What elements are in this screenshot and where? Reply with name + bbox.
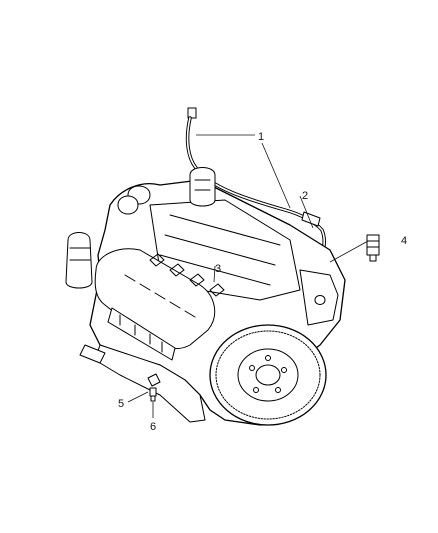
- leader-lines: [127, 134, 369, 418]
- callout-3: 3: [215, 263, 221, 275]
- callout-2: 2: [302, 190, 308, 202]
- callout-4: 4: [401, 235, 407, 247]
- vent-hose: [185, 107, 326, 260]
- callout-1: 1: [258, 131, 264, 143]
- part-5-6-sensor: [147, 373, 161, 402]
- part-4-sensor: [366, 234, 380, 262]
- flywheel: [209, 324, 327, 426]
- callout-5: 5: [118, 398, 124, 410]
- callout-6: 6: [150, 421, 156, 433]
